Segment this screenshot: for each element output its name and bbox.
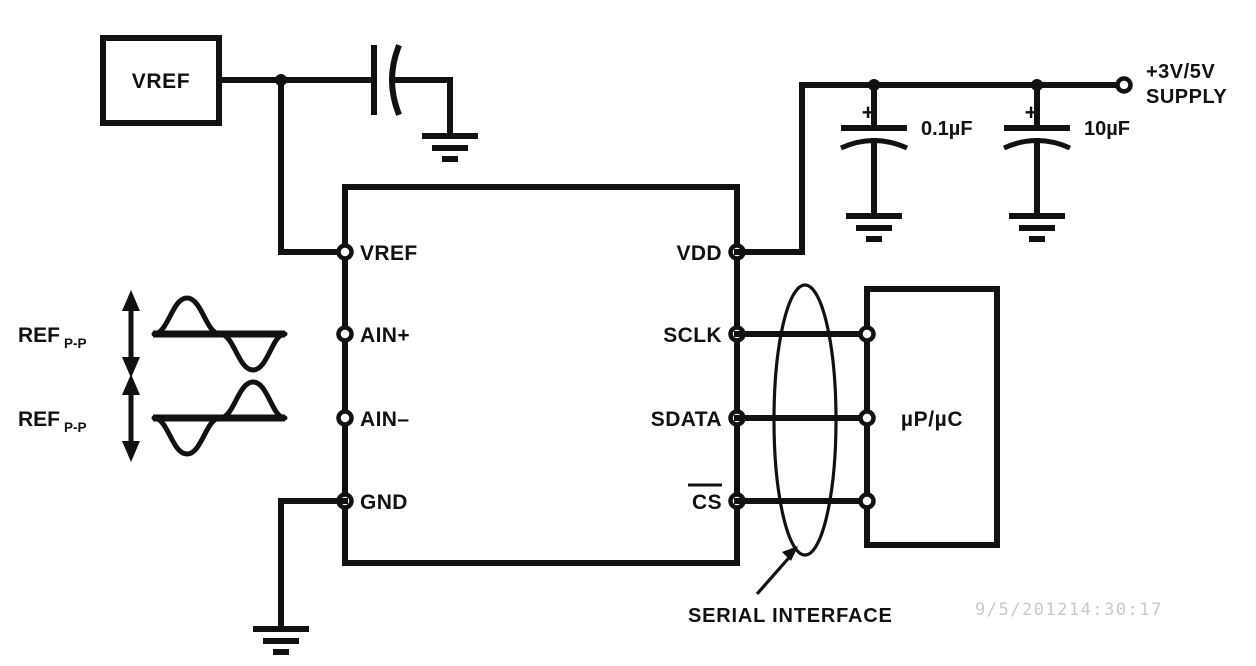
timestamp-overlay: 9/5/201214:30:17 bbox=[975, 600, 1163, 620]
pin-label-vref: VREF bbox=[360, 242, 418, 265]
pin-label-ain-minus: AIN– bbox=[360, 408, 409, 431]
micro-pin-dot-sdata bbox=[858, 409, 876, 427]
supply-label-line1: +3V/5V bbox=[1146, 61, 1215, 83]
adc-pin-ainp: AIN+ bbox=[336, 324, 410, 347]
pin-dot-ain-minus bbox=[336, 409, 354, 427]
vref-source-label: VREF bbox=[132, 70, 190, 93]
pin-label-gnd: GND bbox=[360, 491, 408, 514]
ground-symbol-cap1 bbox=[846, 213, 902, 242]
wire-vref-to-adc bbox=[278, 77, 348, 255]
serial-interface-callout: SERIAL INTERFACE bbox=[688, 546, 893, 627]
serial-bus-ellipse bbox=[772, 283, 838, 557]
serial-interface-label: SERIAL INTERFACE bbox=[688, 605, 893, 627]
pin-dot-ain-plus bbox=[336, 325, 354, 343]
supply-label-line2: SUPPLY bbox=[1146, 86, 1227, 108]
ref-pp-label-bottom: REF bbox=[18, 408, 60, 431]
sine-curve-top bbox=[151, 295, 288, 373]
cap1-polarity-label: + bbox=[862, 100, 875, 125]
adc-pin-ainm: AIN– bbox=[336, 408, 409, 431]
vref-source-block: VREF bbox=[100, 35, 222, 126]
ref-pp-subscript-bottom: P-P bbox=[64, 420, 87, 435]
vref-source-box bbox=[100, 35, 222, 126]
amplitude-arrow-top-icon bbox=[122, 290, 140, 378]
adc-pin-cs: CS bbox=[688, 483, 746, 514]
pin-label-cs: CS bbox=[692, 491, 722, 514]
sine-curve-bottom bbox=[151, 379, 288, 457]
micro-pin-dot-cs bbox=[858, 492, 876, 510]
cap2-polarity-label: + bbox=[1025, 100, 1038, 125]
ground-symbol-adc bbox=[253, 626, 309, 655]
micro-pin-dot-sclk bbox=[858, 325, 876, 343]
adc-pin-vref: VREF bbox=[336, 242, 418, 265]
cap1-value-label: 0.1µF bbox=[921, 118, 973, 140]
wire-vdd-to-supply bbox=[734, 82, 805, 255]
ref-pp-label-top: REF bbox=[18, 324, 60, 347]
callout-leader-line bbox=[755, 550, 796, 596]
micro-block-label: µP/µC bbox=[901, 408, 963, 431]
ref-pp-subscript-top: P-P bbox=[64, 336, 87, 351]
pin-label-sdata: SDATA bbox=[651, 408, 722, 431]
supply-capacitor-2: + 10µF bbox=[1002, 79, 1130, 242]
wire-gnd-to-ground bbox=[278, 498, 348, 630]
signal-waveform-ain-plus: REF P-P bbox=[18, 290, 288, 378]
pin-label-vdd: VDD bbox=[676, 242, 722, 265]
pin-label-ain-plus: AIN+ bbox=[360, 324, 410, 347]
cap-plate-curved bbox=[389, 44, 402, 116]
pin-dot-vref bbox=[336, 243, 354, 261]
supply-terminal-dot bbox=[1115, 76, 1133, 94]
signal-waveform-ain-minus: REF P-P bbox=[18, 374, 288, 462]
cap2-value-label: 10µF bbox=[1084, 118, 1130, 140]
amplitude-arrow-bottom-icon bbox=[122, 374, 140, 462]
callout-arrowhead-icon bbox=[782, 546, 798, 561]
ground-symbol-vref bbox=[422, 133, 478, 162]
micro-block bbox=[864, 286, 1000, 548]
pin-label-sclk: SCLK bbox=[663, 324, 722, 347]
wire-cap-to-gnd bbox=[395, 77, 453, 137]
supply-capacitor-1: + 0.1µF bbox=[839, 79, 973, 242]
vref-capacitor bbox=[371, 44, 402, 116]
adc-block bbox=[342, 184, 740, 566]
ground-symbol-cap2 bbox=[1009, 213, 1065, 242]
